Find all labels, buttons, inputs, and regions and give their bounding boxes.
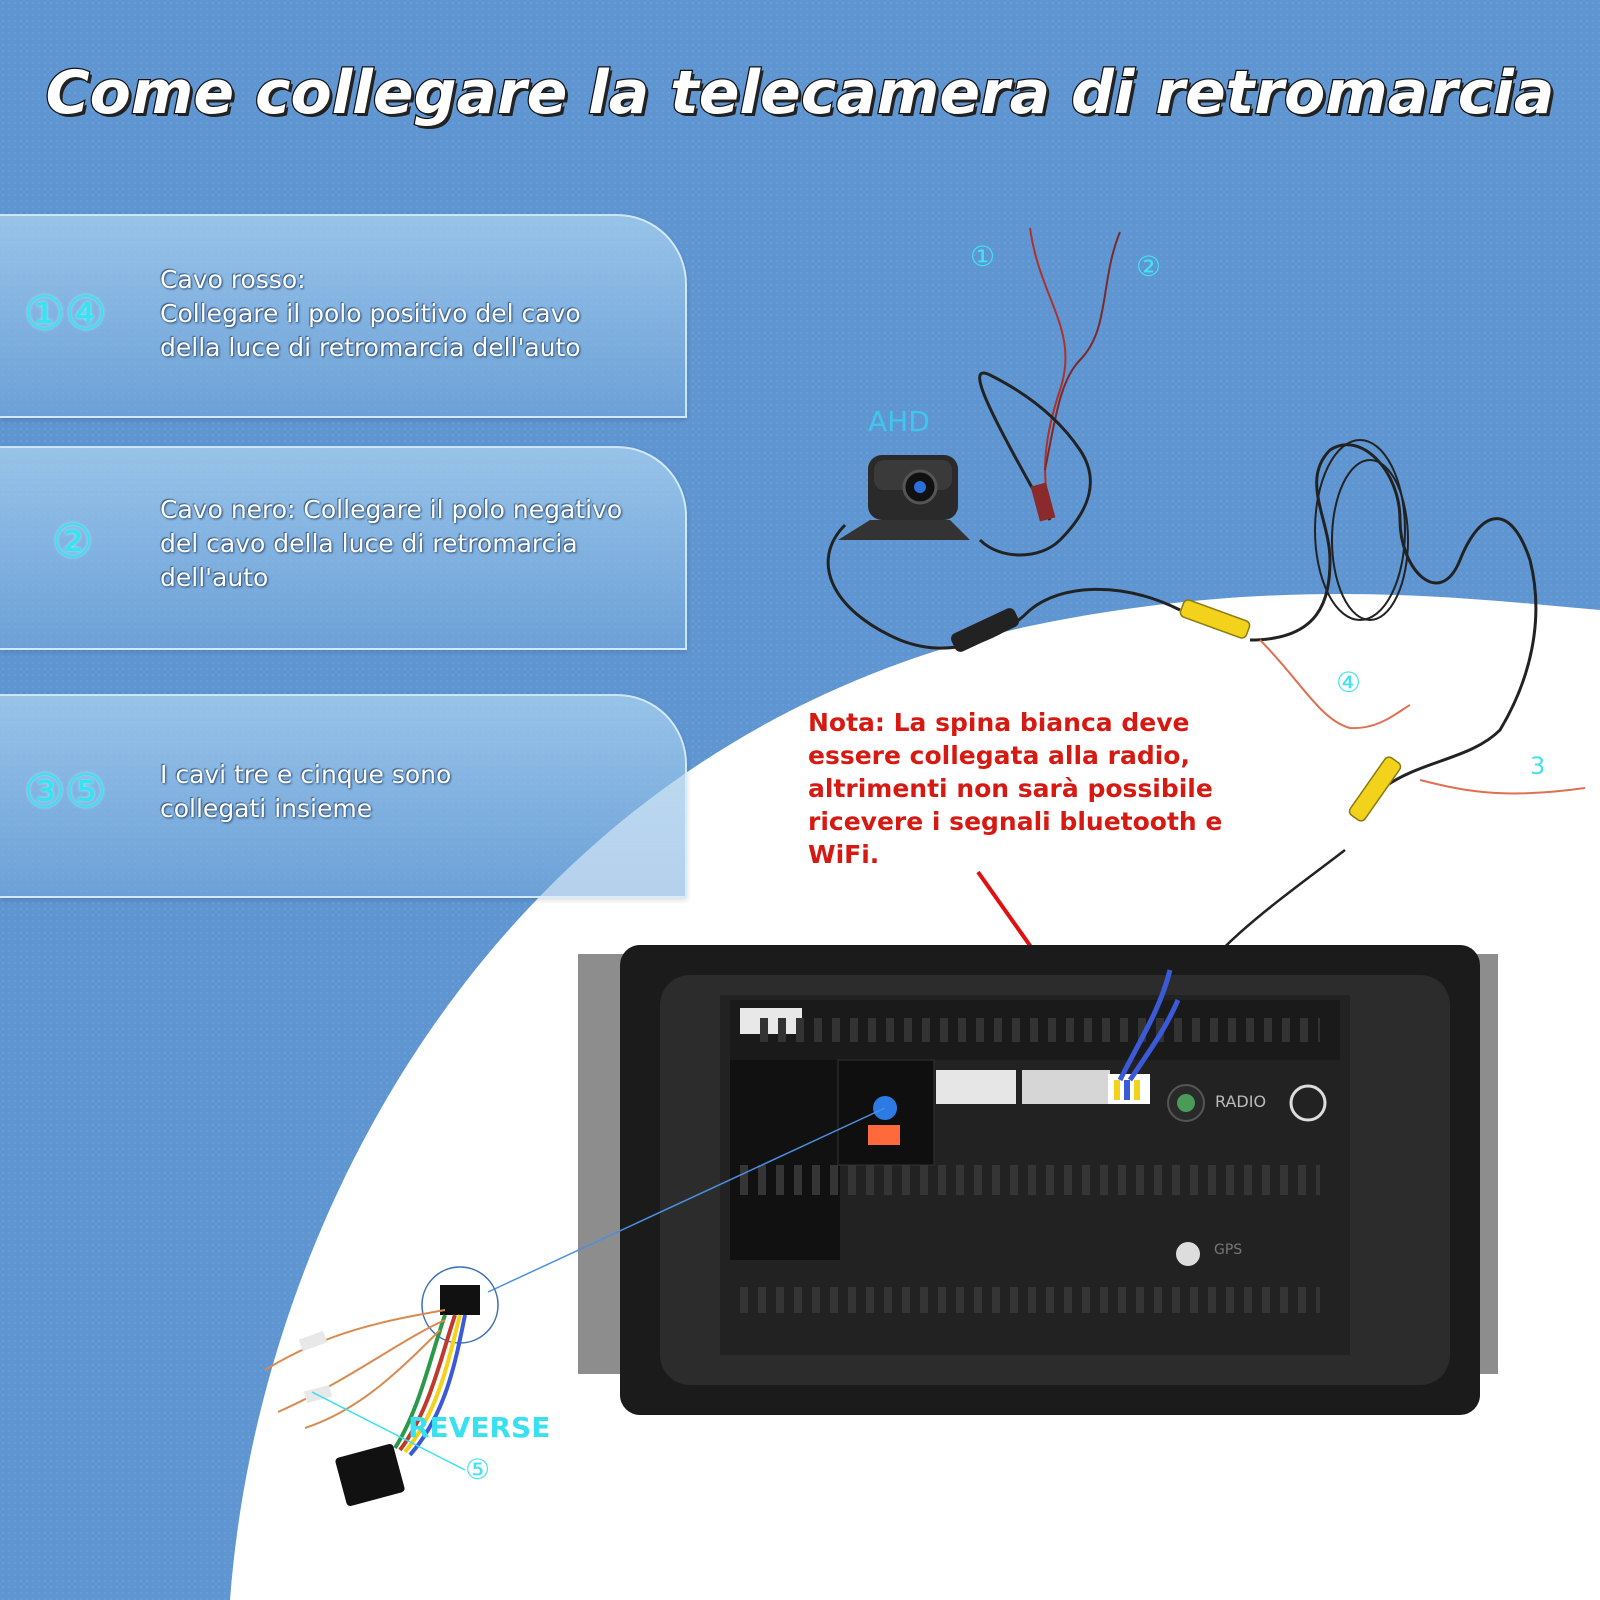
info-panel-black-cable: ② Cavo nero: Collegare il polo negativo … bbox=[0, 446, 687, 650]
panel-number-3-5: ③⑤ bbox=[24, 764, 107, 818]
info-panel-cables-3-5: ③⑤ I cavi tre e cinque sono collegati in… bbox=[0, 694, 687, 898]
wire-label-5: ⑤ bbox=[465, 1453, 491, 1486]
panel-number-2: ② bbox=[52, 514, 94, 568]
blue-wire-2 bbox=[1127, 999, 1181, 1082]
note-text: Nota: La spina bianca deve essere colleg… bbox=[808, 708, 1223, 869]
cable-coil-inner bbox=[1331, 459, 1409, 621]
radio-port-label: RADIO bbox=[1215, 1092, 1267, 1111]
panel-text-cables-3-5: I cavi tre e cinque sono collegati insie… bbox=[160, 760, 452, 823]
ahd-camera-label: AHD bbox=[868, 405, 930, 438]
camera-cable-loop bbox=[978, 371, 1092, 557]
cable-coil bbox=[1314, 439, 1406, 621]
reverse-label: REVERSE bbox=[408, 1411, 551, 1444]
car-radio-unit bbox=[578, 945, 1498, 1415]
panel-text-red-cable: Cavo rosso: Collegare il polo positivo d… bbox=[160, 265, 581, 362]
blue-wire bbox=[1117, 969, 1173, 1082]
black-wire-2 bbox=[1044, 231, 1121, 471]
reverse-leader-line bbox=[311, 1391, 466, 1471]
ahd-camera bbox=[838, 455, 970, 540]
wiring-harness bbox=[264, 1285, 480, 1507]
wire-label-2: ② bbox=[1136, 250, 1162, 283]
red-wire-1 bbox=[1029, 227, 1067, 501]
red-wire-4 bbox=[1259, 639, 1411, 730]
page-title: Come collegare la telecamera di retromar… bbox=[44, 57, 1555, 130]
info-panel-red-cable: ①④ Cavo rosso: Collegare il polo positiv… bbox=[0, 214, 687, 418]
wire-junction bbox=[1030, 482, 1056, 522]
wire-label-1: ① bbox=[970, 240, 996, 273]
leader-line bbox=[487, 1107, 886, 1293]
panel-text-black-cable: Cavo nero: Collegare il polo negativo de… bbox=[160, 495, 623, 592]
gps-port-label: GPS bbox=[1214, 1242, 1243, 1258]
camera-plug bbox=[951, 608, 1019, 652]
wire-label-3: 3 bbox=[1530, 752, 1546, 780]
yellow-rca-connector-bottom bbox=[1348, 756, 1402, 822]
wire-label-4: ④ bbox=[1336, 666, 1362, 699]
panel-number-1-4: ①④ bbox=[24, 286, 107, 340]
yellow-rca-connector-top bbox=[1179, 599, 1251, 639]
red-wire-3 bbox=[1419, 779, 1586, 795]
extension-cable bbox=[1249, 443, 1538, 792]
